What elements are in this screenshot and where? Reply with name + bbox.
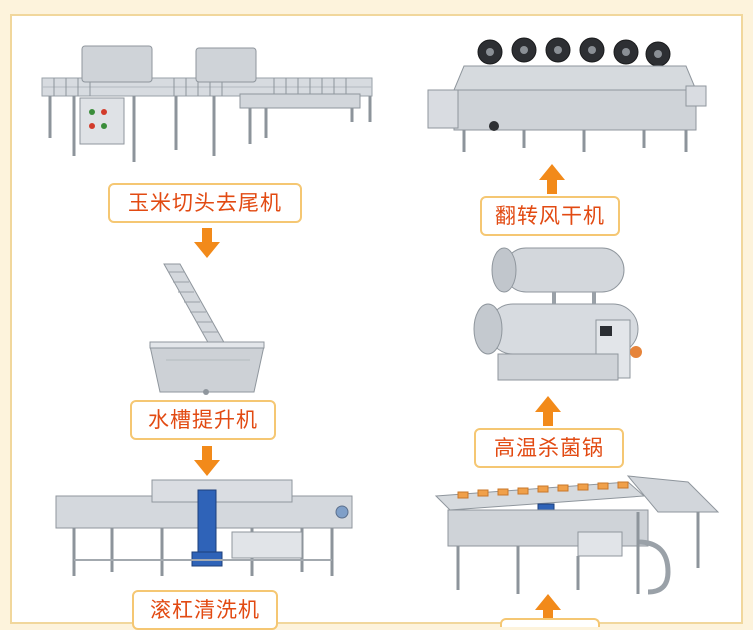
corn-cutting-machine-icon bbox=[41, 45, 373, 162]
arrow-up-icon bbox=[535, 396, 561, 426]
sterilization-retort-icon bbox=[473, 247, 642, 381]
step-label-corn-cutting: 玉米切头去尾机 bbox=[108, 183, 302, 223]
arrow-down-icon bbox=[194, 446, 220, 476]
sorting-conveyor-icon bbox=[434, 475, 720, 595]
water-tank-elevator-icon bbox=[149, 263, 265, 395]
roller-washing-machine-icon bbox=[55, 479, 353, 576]
step-label-flip-air-dryer: 翻转风干机 bbox=[480, 196, 620, 236]
arrow-up-icon bbox=[539, 164, 565, 194]
step-label-roller-washing: 滚杠清洗机 bbox=[132, 590, 278, 630]
arrow-down-icon bbox=[194, 228, 220, 258]
flip-air-dryer-icon bbox=[427, 37, 707, 152]
step-label-sorting bbox=[500, 618, 600, 627]
arrow-up-icon bbox=[535, 594, 561, 624]
step-label-sterilization: 高温杀菌锅 bbox=[474, 428, 624, 468]
step-label-water-tank: 水槽提升机 bbox=[130, 400, 276, 440]
